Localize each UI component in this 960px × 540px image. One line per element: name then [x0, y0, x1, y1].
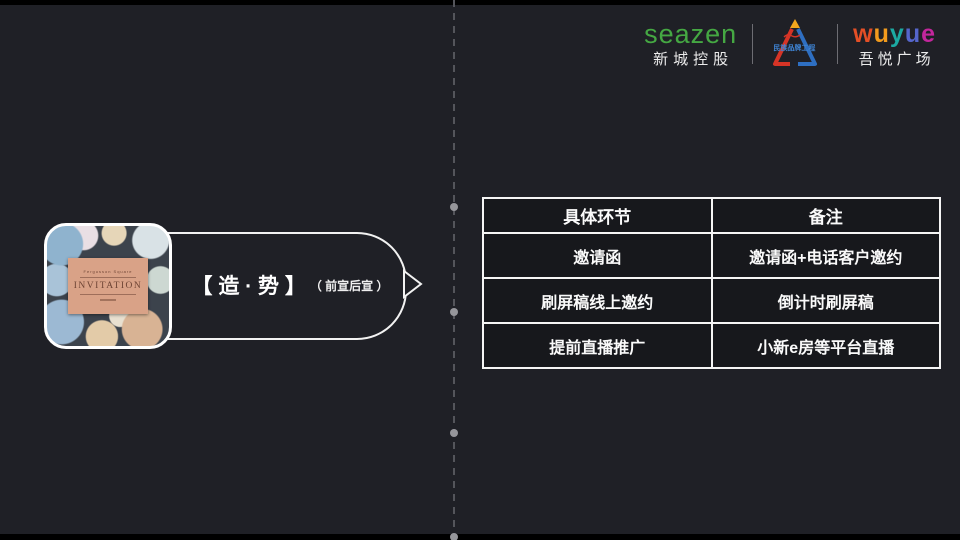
table-cell: 刷屏稿线上邀约: [482, 277, 713, 324]
invitation-card-rule: [79, 294, 137, 296]
seazen-logo: seazen 新城控股: [644, 19, 738, 68]
detail-table-head: 具体环节备注: [482, 197, 941, 234]
divider-dot: [450, 308, 458, 316]
table-cell: 邀请函+电话客户邀约: [710, 232, 941, 279]
chevron-right-icon: [403, 269, 423, 299]
table-cell: 邀请函: [482, 232, 713, 279]
invitation-card-title: INVITATION: [73, 281, 143, 292]
table-header-cell: 备注: [710, 197, 941, 234]
table-cell: 倒计时刷屏稿: [710, 277, 941, 324]
feature-subtitle: （ 前宣后宣 ）: [309, 278, 389, 293]
feature-text: 【 造 · 势 】 （ 前宣后宣 ）: [176, 232, 404, 338]
invitation-card-date-smudge: [99, 299, 116, 302]
brand-project-triangle-icon: 民族品牌工程: [768, 17, 822, 71]
center-dotted-divider: [453, 0, 455, 540]
divider-dot: [450, 203, 458, 211]
table-header-row: 具体环节备注: [482, 197, 941, 234]
wuyue-chinese-name: 吾悦广场: [858, 50, 935, 68]
table-header-cell: 具体环节: [482, 197, 713, 234]
wuyue-letter: w: [853, 19, 874, 48]
wuyue-letter: y: [889, 19, 905, 48]
logo-row: seazen 新城控股 民族品牌工程 wuyue 吾悦广场: [644, 17, 936, 71]
invitation-card-top-text: Fergusson Square: [83, 269, 133, 275]
seazen-wordmark: seazen: [644, 19, 738, 49]
divider-dot: [450, 533, 458, 540]
detail-table: 具体环节备注 邀请函邀请函+电话客户邀约刷屏稿线上邀约倒计时刷屏稿提前直播推广小…: [482, 197, 941, 369]
bottom-letterbox-bar: [0, 534, 960, 540]
invitation-card-rule: [79, 277, 137, 279]
seazen-chinese-name: 新城控股: [653, 51, 734, 68]
wuyue-letter: u: [904, 19, 922, 48]
invitation-thumbnail-image: Fergusson Square INVITATION: [44, 223, 172, 349]
divider-dot: [450, 429, 458, 437]
logo-divider: [837, 24, 839, 64]
feature-title: 【 造 · 势 】: [191, 275, 306, 298]
wuyue-letter: u: [873, 19, 890, 48]
table-row: 邀请函邀请函+电话客户邀约: [482, 232, 941, 279]
table-cell: 提前直播推广: [482, 322, 713, 369]
table-row: 刷屏稿线上邀约倒计时刷屏稿: [482, 277, 941, 324]
brand-project-label: 民族品牌工程: [773, 45, 816, 52]
wuyue-wordmark: wuyue: [853, 19, 936, 48]
wuyue-logo: wuyue 吾悦广场: [853, 19, 936, 68]
detail-table-body: 邀请函邀请函+电话客户邀约刷屏稿线上邀约倒计时刷屏稿提前直播推广小新e房等平台直…: [482, 232, 941, 369]
table-row: 提前直播推广小新e房等平台直播: [482, 322, 941, 369]
logo-divider: [752, 24, 754, 64]
table-cell: 小新e房等平台直播: [710, 322, 941, 369]
top-letterbox-bar: [0, 0, 960, 5]
invitation-card: Fergusson Square INVITATION: [67, 258, 149, 314]
triangle-logo-icon: [773, 19, 818, 66]
wuyue-letter: e: [921, 19, 936, 48]
